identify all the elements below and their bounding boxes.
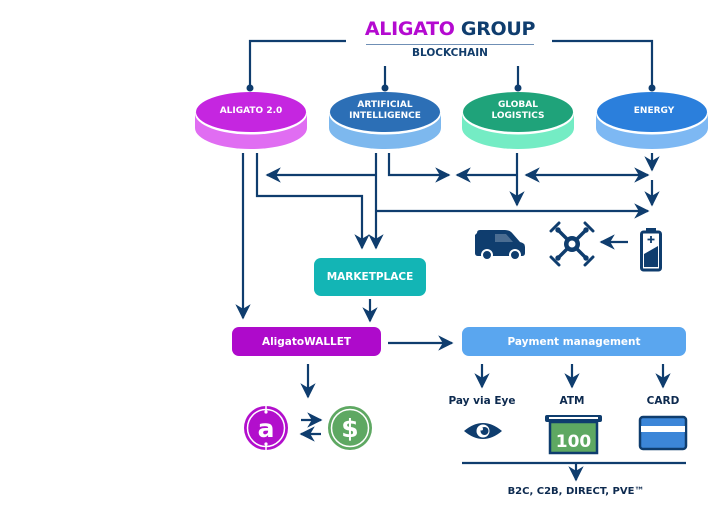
marketplace-label: MARKETPLACE xyxy=(326,271,414,283)
aligato-coin-icon: a xyxy=(244,406,288,450)
title-brand: ALIGATO xyxy=(364,18,455,40)
svg-text:$: $ xyxy=(341,414,358,443)
disk-global-logistics-icon xyxy=(462,92,574,149)
header-connectors xyxy=(248,39,654,88)
pillar-label-line2: LOGISTICS xyxy=(491,111,545,121)
pillar-energy[interactable]: ENERGY xyxy=(599,106,709,117)
disk-artificial-intelligence-icon xyxy=(329,92,441,149)
payment-management-box[interactable]: Payment management xyxy=(462,327,686,356)
wallet-box[interactable]: AligatoWALLET xyxy=(232,327,381,356)
payment-method-atm: ATM xyxy=(559,395,585,407)
pillar-artificial-intelligence[interactable]: ARTIFICIAL INTELLIGENCE xyxy=(330,100,440,122)
pillar-label: GLOBAL xyxy=(497,100,538,110)
drone-icon xyxy=(549,221,595,267)
card-icon xyxy=(638,415,688,451)
disk-aligato-icon xyxy=(195,92,307,149)
battery-icon xyxy=(640,228,662,272)
pillar-global-logistics[interactable]: GLOBAL LOGISTICS xyxy=(463,100,573,122)
channels-label: B2C, C2B, DIRECT, PVE™ xyxy=(507,486,645,497)
svg-text:100: 100 xyxy=(556,432,592,452)
pillar-label: ARTIFICIAL xyxy=(357,100,413,110)
pillar-aligato[interactable]: ALIGATO 2.0 xyxy=(196,106,306,117)
van-icon xyxy=(475,230,525,261)
svg-text:a: a xyxy=(258,414,275,443)
wallet-label: AligatoWALLET xyxy=(261,335,352,348)
title-group: GROUP xyxy=(460,18,536,40)
payment-method-card: CARD xyxy=(646,395,680,407)
pillar-label: ALIGATO 2.0 xyxy=(219,106,283,116)
payment-method-eye: Pay via Eye xyxy=(448,395,516,407)
payment-label: Payment management xyxy=(507,335,641,348)
eye-icon xyxy=(464,423,502,439)
connector-dots xyxy=(246,84,656,92)
dollar-coin-icon: $ xyxy=(328,406,372,450)
page-subtitle: BLOCKCHAIN xyxy=(412,47,488,59)
page-title: ALIGATO GROUP xyxy=(360,18,540,40)
pillar-label: ENERGY xyxy=(633,106,675,116)
pillar-label-line2: INTELLIGENCE xyxy=(349,111,421,121)
title-divider xyxy=(366,44,534,45)
marketplace-box[interactable]: MARKETPLACE xyxy=(314,258,426,296)
atm-icon: 100 xyxy=(545,415,602,455)
disk-energy-icon xyxy=(596,92,708,149)
flow-lines xyxy=(235,153,686,482)
